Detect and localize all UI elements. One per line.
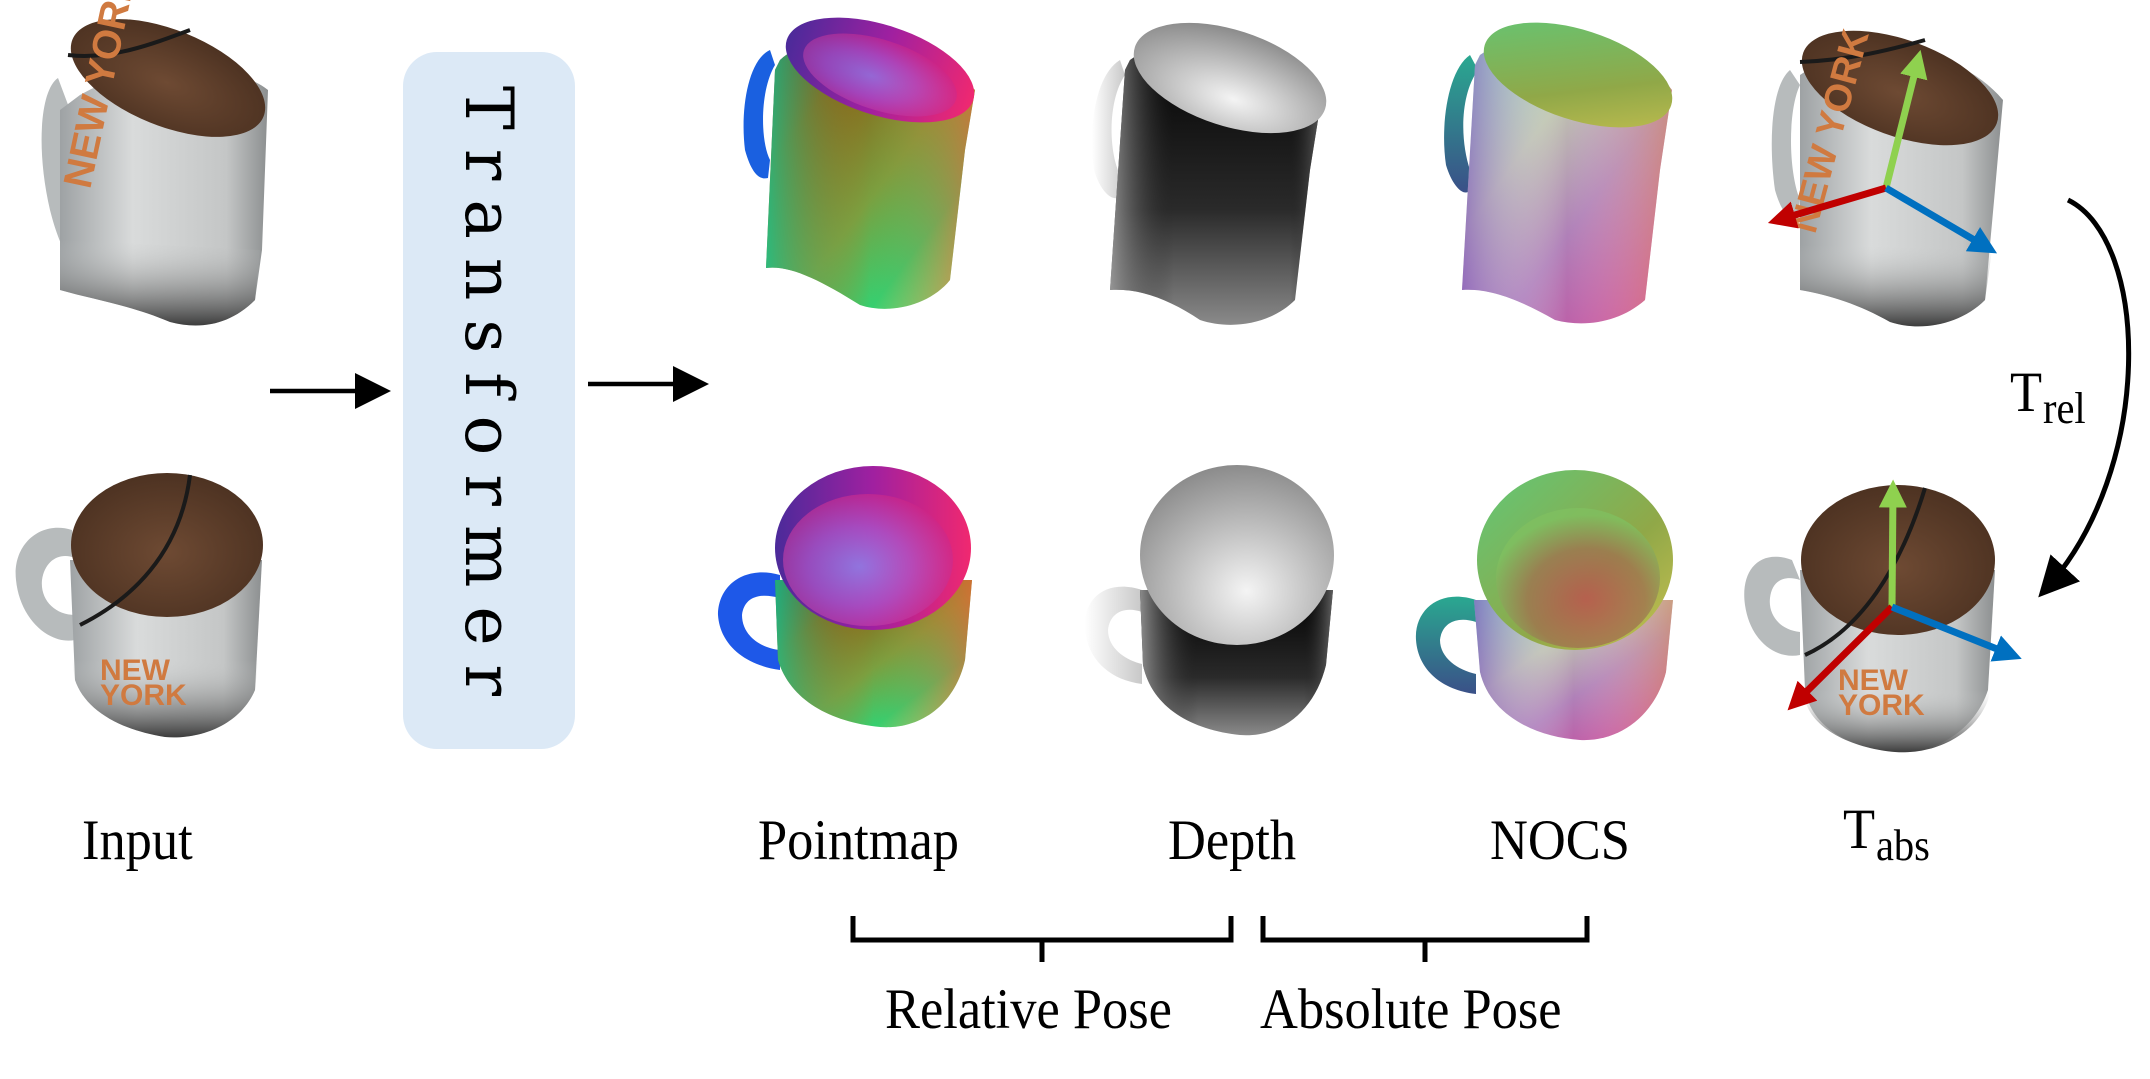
- y-axis-arrow: [1878, 479, 1907, 608]
- t-abs-sub: abs: [1875, 821, 1930, 870]
- pointmap-label: Pointmap: [758, 809, 960, 872]
- relative-transform-curved-arrow: [2038, 197, 2132, 598]
- svg-text:YORK: YORK: [100, 679, 187, 712]
- t-abs-main: T: [1843, 798, 1876, 861]
- depth-view-2: [1084, 465, 1334, 736]
- transformer-block: Transformer: [403, 52, 575, 749]
- x-axis-arrow: [1787, 604, 1895, 711]
- transformer-label: Transformer: [450, 85, 528, 716]
- depth-label: Depth: [1168, 809, 1297, 872]
- y-axis-arrow: [1882, 49, 1928, 189]
- t-rel-sub: rel: [2042, 384, 2086, 433]
- relative-pose-bracket: [850, 916, 1234, 962]
- absolute-pose-label: Absolute Pose: [1260, 978, 1562, 1041]
- input-image-view-2: NEW YORK: [15, 473, 263, 738]
- svg-text:NEW: NEW: [100, 654, 171, 687]
- pointmap-view-2: [718, 466, 972, 728]
- absolute-pose-bracket: [1260, 916, 1590, 962]
- input-image-view-1: NEW YORK: [41, 0, 268, 326]
- coordinate-axes-view-1: [1767, 49, 1998, 254]
- nocs-view-1: [1444, 22, 1673, 324]
- nocs-view-2: [1415, 470, 1673, 741]
- nocs-label: NOCS: [1490, 809, 1630, 872]
- svg-text:NEW: NEW: [1838, 664, 1909, 697]
- pointmap-view-1: [743, 17, 975, 309]
- x-axis-arrow: [1767, 184, 1887, 229]
- t-rel-main: T: [2010, 361, 2043, 424]
- coordinate-axes-view-2: [1787, 479, 2022, 711]
- z-axis-arrow: [1884, 184, 1998, 254]
- absolute-pose-symbol: Tabs: [1843, 798, 1930, 868]
- relative-pose-label: Relative Pose: [885, 978, 1172, 1041]
- relative-transform-symbol: Trel: [2010, 361, 2086, 431]
- depth-view-1: [1091, 22, 1327, 325]
- z-axis-arrow: [1890, 603, 2022, 662]
- pose-image-view-2: NEW YORK: [1744, 485, 1995, 753]
- input-label: Input: [82, 809, 193, 872]
- svg-text:YORK: YORK: [1838, 689, 1925, 722]
